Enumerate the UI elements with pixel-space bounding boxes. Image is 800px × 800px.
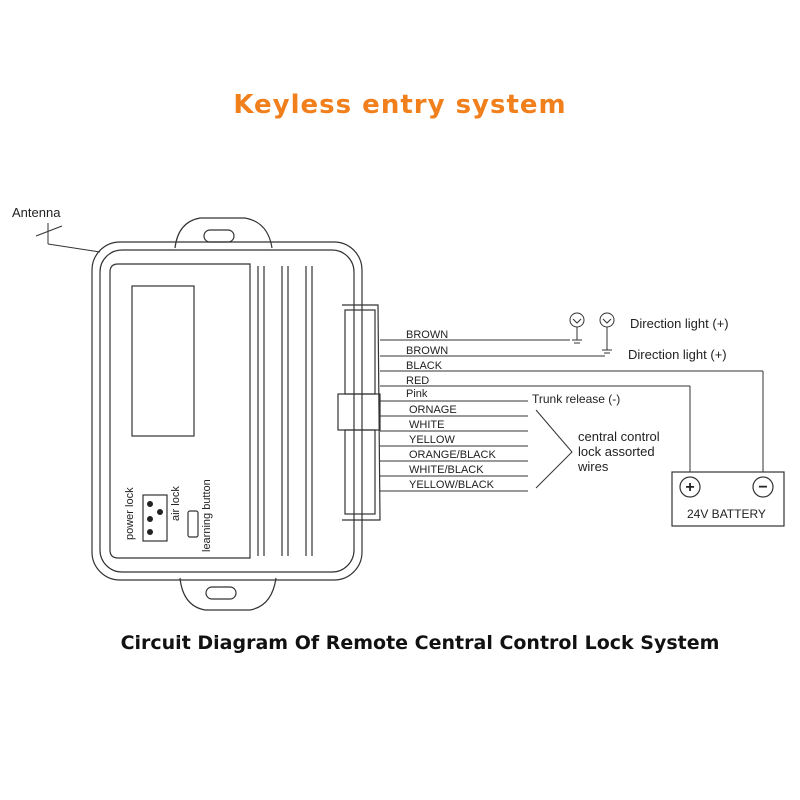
central-lock-label-line1: central control (578, 429, 660, 444)
control-unit (91, 217, 381, 611)
antenna (35, 223, 101, 253)
battery-plus-icon (679, 476, 701, 498)
power-lock-label: power lock (124, 487, 136, 540)
trunk-release-label: Trunk release (-) (532, 392, 620, 406)
wire-label: YELLOW/BLACK (409, 479, 495, 491)
bulb-icon (599, 312, 615, 354)
battery-plus-sign: + (685, 479, 694, 496)
bulb-icon (569, 312, 585, 344)
direction-light-label: Direction light (+) (630, 316, 729, 331)
wire-label: ORNAGE (409, 404, 457, 416)
central-lock-label-line3: wires (577, 459, 609, 474)
battery-label: 24V BATTERY (687, 507, 766, 521)
wire-label: ORANGE/BLACK (409, 449, 496, 461)
wire-label: RED (406, 375, 429, 387)
battery-minus-icon (752, 476, 774, 498)
wire-label: BROWN (406, 329, 448, 341)
jumper-dots (147, 501, 163, 535)
direction-light-label: Direction light (+) (628, 347, 727, 362)
wire-lines (380, 339, 764, 492)
wire-label: YELLOW (409, 434, 455, 446)
wire-label: WHITE/BLACK (409, 464, 484, 476)
wire-label: BROWN (406, 345, 448, 357)
central-lock-label-line2: lock assorted (578, 444, 655, 459)
diagram-caption: Circuit Diagram Of Remote Central Contro… (120, 632, 720, 654)
antenna-label: Antenna (12, 205, 61, 220)
diagram-title: Keyless entry system (233, 90, 567, 120)
battery: + − 24V BATTERY (671, 471, 785, 527)
learning-button-label: learning button (201, 479, 213, 552)
air-lock-label: air lock (170, 486, 182, 521)
wire-label: BLACK (406, 360, 443, 372)
wire-label: WHITE (409, 419, 444, 431)
battery-minus-sign: − (758, 479, 767, 496)
wire-label: Pink (406, 388, 428, 400)
wire-labels: BROWN BROWN BLACK RED Pink ORNAGE WHITE … (406, 329, 496, 491)
